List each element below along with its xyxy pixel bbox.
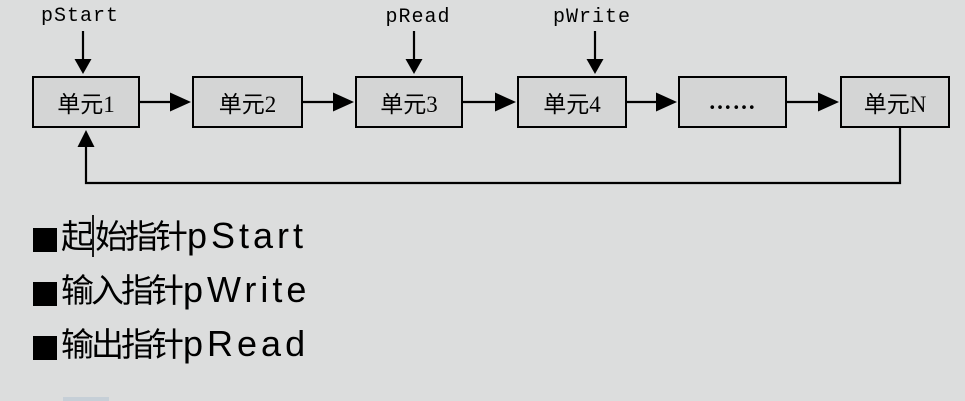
bullet-item-pwrite: 输入指针pWrite — [33, 269, 310, 317]
bullet-latin: pRead — [183, 323, 310, 364]
unit-label: 单元N — [863, 92, 927, 117]
pstart-pointer-label: pStart — [40, 5, 120, 28]
unit-label: 单元3 — [380, 92, 438, 117]
pread-pointer-label: pRead — [385, 6, 451, 29]
unit-box-4: 单元4 — [517, 76, 627, 128]
bullet-latin: pStart — [187, 215, 308, 256]
partial-next-bullet — [63, 397, 109, 401]
pstart-arrow — [74, 31, 92, 74]
bullet-latin: pWrite — [183, 269, 311, 310]
unit-label: 单元2 — [218, 92, 277, 117]
bullet-square-icon — [33, 282, 57, 306]
pwrite-arrow — [586, 31, 604, 74]
bullet-cn: 输入指针 — [61, 274, 184, 310]
bullet-text: 起始指针pStart — [61, 213, 307, 267]
unit-box-2: 单元2 — [192, 76, 303, 128]
unit-label: 单元1 — [57, 92, 115, 117]
pwrite-pointer-label: pWrite — [552, 6, 632, 29]
connector-arrow-3-4 — [463, 92, 516, 112]
unit-box-n: 单元N — [840, 76, 950, 128]
bullet-cn-after-caret: 始指针 — [95, 220, 188, 256]
unit-label: 单元4 — [543, 92, 601, 117]
pread-arrow — [405, 31, 423, 74]
ring-buffer-diagram: pStart pRead pWrite — [32, 5, 950, 185]
bullet-cn-before-caret: 起 — [61, 220, 94, 256]
diagram-arrows-layer — [74, 31, 902, 185]
connector-arrow-2-3 — [303, 92, 354, 112]
bullet-item-pstart: 起始指针pStart — [33, 215, 307, 263]
connector-arrow-1-2 — [140, 92, 191, 112]
bullet-square-icon — [33, 336, 57, 360]
feedback-loop-line — [77, 128, 902, 185]
ellipsis-label: …… — [708, 89, 757, 114]
bullet-square-icon — [33, 228, 57, 252]
unit-box-1: 单元1 — [32, 76, 140, 128]
text-caret[interactable] — [92, 215, 94, 257]
unit-box-ellipsis: …… — [678, 76, 787, 128]
unit-box-3: 单元3 — [355, 76, 463, 128]
connector-arrow-4-5 — [627, 92, 677, 112]
bullet-text: 输出指针pRead — [61, 321, 309, 375]
connector-arrow-5-6 — [787, 92, 839, 112]
bullet-cn: 输出指针 — [61, 328, 184, 364]
bullet-item-pread: 输出指针pRead — [33, 323, 309, 371]
bullet-text: 输入指针pWrite — [61, 267, 310, 321]
